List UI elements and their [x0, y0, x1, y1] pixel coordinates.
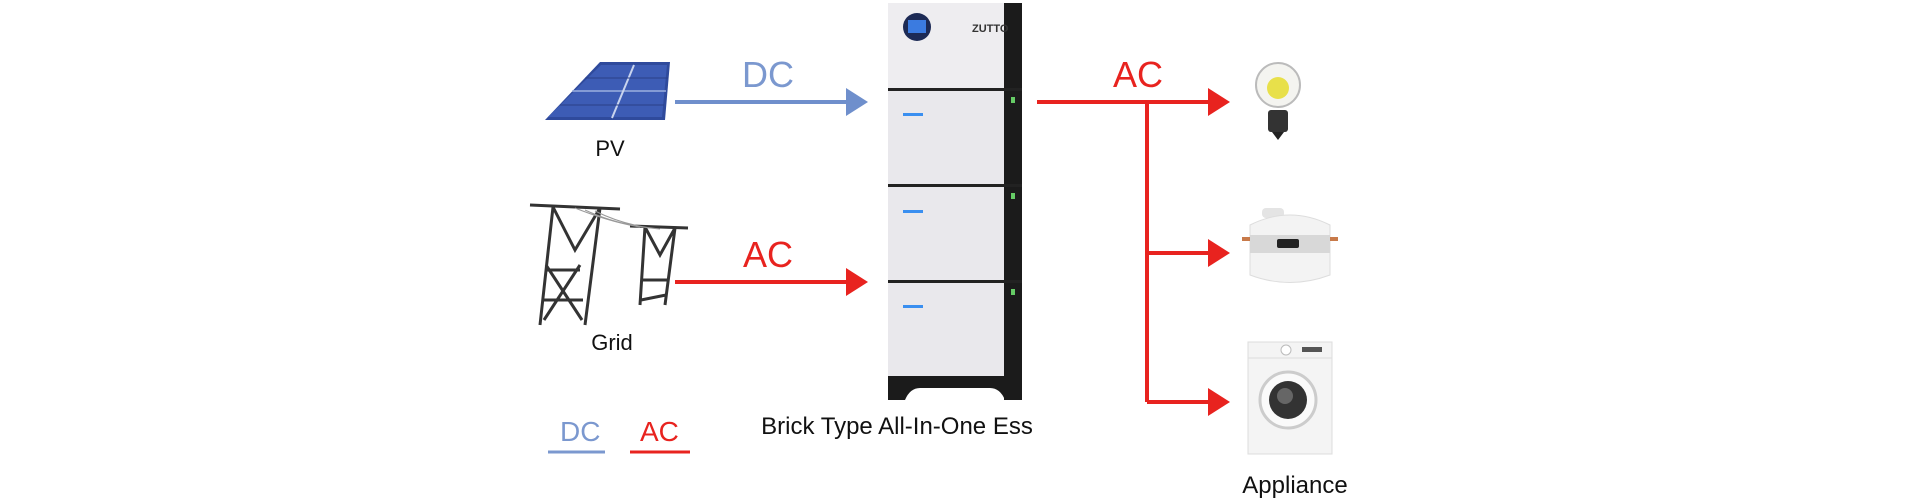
ac-input-flow-label: AC [742, 234, 794, 275]
washing-machine-icon [1247, 341, 1333, 455]
appliance-label: Appliance [1242, 472, 1348, 499]
arrow-heads [1208, 88, 1230, 416]
ac-output-arrows [1037, 100, 1212, 404]
ac-output-flow-label: AC [1112, 54, 1164, 95]
svg-text:ZUTTO: ZUTTO [972, 23, 1009, 35]
ac-input-arrow [675, 268, 868, 296]
solar-panel-icon [545, 62, 670, 120]
light-bulb-icon [1255, 62, 1301, 140]
pv-label: PV [595, 136, 625, 161]
rice-cooker-icon [1242, 208, 1338, 283]
ess-label: Brick Type All-In-One Ess [761, 413, 1033, 440]
dc-flow-label: DC [742, 54, 794, 95]
ess-cabinet-icon: ZUTTO [888, 3, 1022, 400]
legend-ac-label: AC [640, 416, 679, 447]
legend-dc-label: DC [560, 416, 601, 447]
dc-arrow [675, 88, 868, 116]
power-tower-icon [529, 203, 689, 326]
grid-label: Grid [591, 330, 633, 355]
